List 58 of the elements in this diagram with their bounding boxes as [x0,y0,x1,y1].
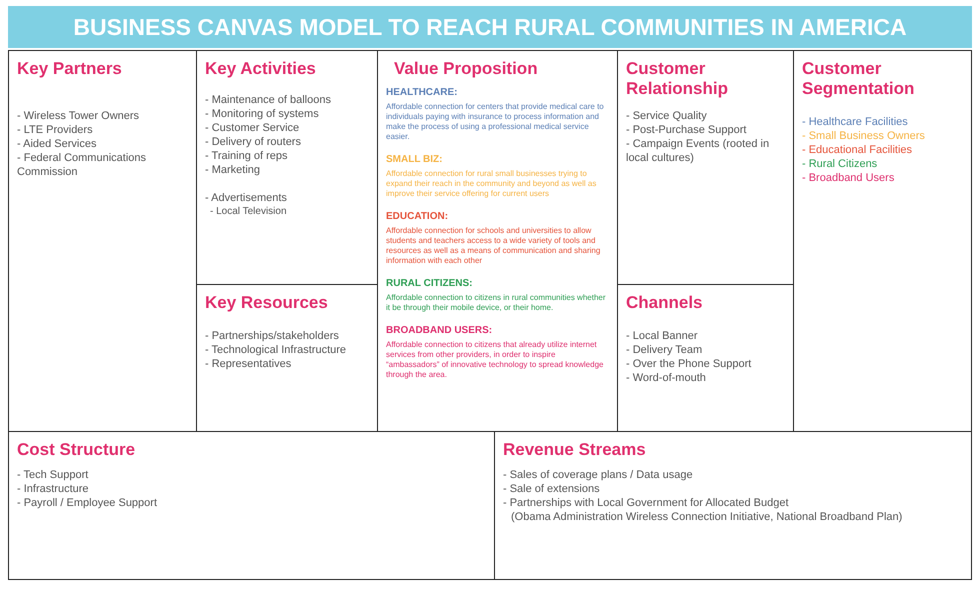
section-heading: Revenue Streams [503,440,646,460]
list-item: - Over the Phone Support [626,357,752,371]
section-heading: Customer Segmentation [802,59,916,99]
list-item: - Educational Facilities [802,143,912,157]
list-item: - Sale of extensions [503,482,600,496]
list-item: - Sales of coverage plans / Data usage [503,468,693,482]
section-heading: Key Activities [205,59,316,79]
list-item: - Word-of-mouth [626,371,706,385]
list-item: - Healthcare Facilities [802,115,908,129]
list-item: - Payroll / Employee Support [17,496,158,510]
list-item: - Maintenance of balloons [205,93,331,107]
canvas-section [494,431,972,580]
section-heading: Value Proposition [394,59,538,79]
list-item: - Tech Support [17,468,88,482]
list-item: - Local Banner [626,329,698,343]
list-item: - Technological Infrastructure [205,343,346,357]
canvas-section [8,50,197,433]
list-item: - Small Business Owners [802,129,925,143]
list-item: - Local Television [209,205,287,219]
list-item: - Training of reps [205,149,288,163]
list-item: - Campaign Events (rooted in local cultures) [626,137,770,165]
list-item: - Rural Citizens [802,157,878,171]
segment-description: Affordable connection to citizens that already utilize internet services from other providers, in order to inspire “ambassadors” of innovative technology to spread knowledge through the area. [386,340,604,380]
section-heading: Cost Structure [17,440,136,460]
canvas-section [8,431,495,580]
list-item: - Infrastructure [17,482,89,496]
list-item: - Wireless Tower Owners [17,109,140,123]
list-item: - Delivery Team [626,343,702,357]
list-item: - Customer Service [205,121,300,135]
list-item: - Marketing [205,163,260,177]
list-item: - Partnerships/stakeholders [205,329,339,343]
list-item: - Advertisements [205,191,287,205]
list-item: - Monitoring of systems [205,107,319,121]
list-item: - Service Quality [626,109,707,123]
segment-description: Affordable connection for schools and universities to allow students and teachers access to a wide variety of tools and resources as well as a means of communication and sharing information with each other [386,226,602,266]
list-item: - Post-Purchase Support [626,123,746,137]
segment-description: Affordable connection for rural small businesses trying to expand their reach in the community and beyond as well as improve their service offering for current users [386,169,598,199]
segment-heading: EDUCATION: [386,211,448,222]
list-item: - LTE Providers [17,123,93,137]
section-heading: Key Resources [205,293,328,313]
list-item: - Partnerships with Local Government for Allocated Budget [503,496,789,510]
section-heading: Key Partners [17,59,122,79]
list-item: (Obama Administration Wireless Connection Initiative, National Broadband Plan) [510,510,902,524]
segment-heading: BROADBAND USERS: [386,325,492,336]
list-item: - Federal Communications Commission [17,151,147,179]
section-heading: Channels [626,293,703,313]
list-item: - Representatives [205,357,292,371]
segment-heading: SMALL BIZ: [386,154,442,165]
segment-heading: HEALTHCARE: [386,87,458,98]
list-item: - Broadband Users [802,171,894,185]
segment-description: Affordable connection for centers that provide medical care to individuals paying with insurance to process information and make the process of using a professional medical service easier. [386,102,605,142]
list-item: - Aided Services [17,137,96,151]
segment-description: Affordable connection to citizens in rural communities whether it be through their mobile device, or their home. [386,293,607,313]
title-banner: BUSINESS CANVAS MODEL TO REACH RURAL COMMUNITIES IN AMERICA [8,6,972,48]
segment-heading: RURAL CITIZENS: [386,278,472,289]
section-heading: Customer Relationship [626,59,730,99]
list-item: - Delivery of routers [205,135,301,149]
canvas-section [793,50,972,433]
